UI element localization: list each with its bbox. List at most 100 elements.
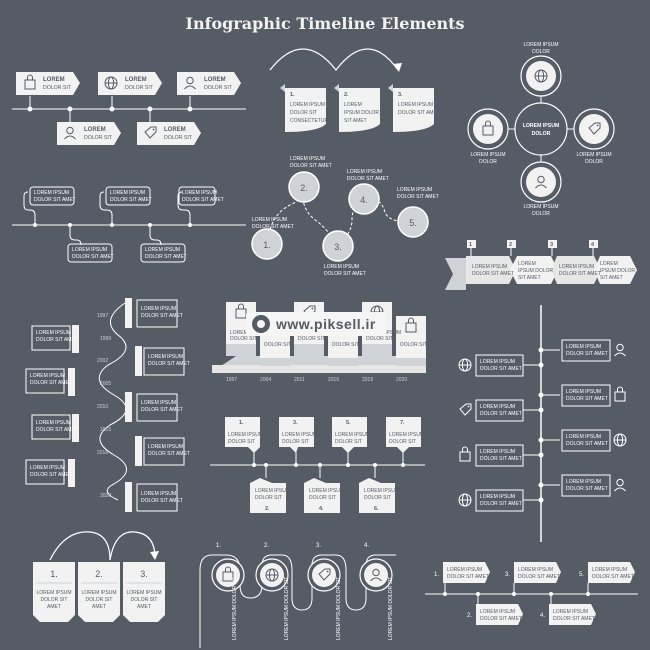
svg-text:DOLOR SIT: DOLOR SIT: [364, 495, 391, 501]
tag-card: LOREM DOLOR SIT: [137, 122, 201, 145]
svg-text:LOREM IPSUM: LOREM IPSUM: [447, 567, 482, 573]
svg-text:3.: 3.: [398, 92, 403, 98]
svg-text:LOREM IPSUM: LOREM IPSUM: [182, 190, 217, 196]
svg-text:1: 1: [469, 242, 472, 248]
svg-text:1.: 1.: [239, 420, 244, 426]
svg-text:LOREM IPSUM: LOREM IPSUM: [228, 432, 263, 438]
svg-text:DOLOR: DOLOR: [532, 49, 550, 55]
svg-text:LOREM: LOREM: [204, 77, 226, 83]
svg-text:6.: 6.: [374, 506, 379, 512]
svg-text:LOREM IPSUM: LOREM IPSUM: [141, 400, 176, 406]
svg-text:1.: 1.: [216, 543, 221, 549]
svg-text:DOLOR SIT: DOLOR SIT: [204, 85, 233, 91]
svg-text:4: 4: [591, 242, 595, 248]
svg-text:LOREM: LOREM: [600, 261, 618, 267]
svg-text:LOREM IPSUM: LOREM IPSUM: [309, 488, 344, 494]
svg-text:DOLOR SIT: DOLOR SIT: [86, 597, 113, 603]
svg-text:DOLOR SIT: DOLOR SIT: [230, 336, 257, 342]
svg-text:DOLOR SIT: DOLOR SIT: [41, 597, 68, 603]
svg-text:CONSECTETUR: CONSECTETUR: [290, 118, 328, 124]
watermark-logo-icon: [252, 315, 270, 333]
svg-text:LOREM IPSUM: LOREM IPSUM: [110, 190, 145, 196]
svg-text:2020: 2020: [100, 493, 111, 499]
svg-text:DOLOR SIT: DOLOR SIT: [264, 342, 291, 348]
svg-text:LOREM IPSUM: LOREM IPSUM: [523, 204, 558, 210]
svg-text:2002: 2002: [97, 358, 108, 364]
svg-text:LOREM IPSUM: LOREM IPSUM: [36, 420, 71, 426]
svg-text:2011: 2011: [294, 377, 305, 383]
svg-text:LOREM IPSUM: LOREM IPSUM: [290, 156, 325, 162]
svg-text:DOLOR SIT AMET: DOLOR SIT AMET: [324, 271, 366, 277]
svg-text:LOREM IPSUM: LOREM IPSUM: [480, 609, 515, 615]
svg-text:DOLOR SIT: DOLOR SIT: [125, 85, 154, 91]
svg-text:3.: 3.: [140, 569, 148, 579]
svg-text:4.: 4.: [364, 543, 369, 549]
svg-text:DOLOR SIT: DOLOR SIT: [298, 336, 325, 342]
svg-text:DOLOR SIT AMET: DOLOR SIT AMET: [148, 361, 190, 367]
svg-text:3.: 3.: [334, 242, 342, 252]
card: [393, 88, 434, 132]
svg-text:LOREM IPSUM: LOREM IPSUM: [335, 432, 370, 438]
svg-text:5.: 5.: [579, 572, 584, 578]
svg-text:DOLOR SIT AMET: DOLOR SIT AMET: [518, 574, 560, 580]
svg-text:LOREM: LOREM: [164, 127, 186, 133]
svg-text:LOREM IPSUM: LOREM IPSUM: [148, 444, 183, 450]
svg-text:LOREM IPSUM DOLOR SIT: LOREM IPSUM DOLOR SIT: [232, 577, 238, 640]
svg-text:LOREM IPSUM: LOREM IPSUM: [518, 567, 553, 573]
svg-text:DOLOR SIT AMET: DOLOR SIT AMET: [480, 366, 522, 372]
timeline-a: LOREM DOLOR SIT LOREM DOLOR SIT LOREM DO…: [12, 72, 246, 145]
svg-text:DOLOR SIT AMET: DOLOR SIT AMET: [182, 197, 224, 203]
svg-text:LOREM IPSUM: LOREM IPSUM: [36, 330, 71, 336]
svg-text:DOLOR SIT AMET: DOLOR SIT AMET: [30, 380, 72, 386]
svg-text:LOREM IPSUM: LOREM IPSUM: [252, 217, 287, 223]
svg-text:AMET: AMET: [47, 604, 61, 610]
svg-text:DOLOR SIT AMET: DOLOR SIT AMET: [34, 197, 76, 203]
svg-text:DOLOR SIT: DOLOR SIT: [255, 495, 282, 501]
svg-text:DOLOR SIT AMET: DOLOR SIT AMET: [559, 271, 601, 277]
globe-icon: [458, 358, 472, 372]
svg-text:LOREM IPSUM: LOREM IPSUM: [36, 590, 71, 596]
svg-text:DOLOR SIT: DOLOR SIT: [84, 135, 113, 141]
svg-text:DOLOR SIT AMET: DOLOR SIT AMET: [480, 411, 522, 417]
shopping-bag-icon: [459, 446, 471, 462]
svg-text:LOREM IPSUM: LOREM IPSUM: [72, 247, 107, 253]
svg-text:3.: 3.: [293, 420, 298, 426]
svg-text:LOREM IPSUM: LOREM IPSUM: [480, 494, 515, 500]
svg-text:LOREM IPSUM: LOREM IPSUM: [397, 187, 432, 193]
svg-text:1999: 1999: [100, 336, 111, 342]
svg-text:2015: 2015: [100, 427, 111, 433]
svg-text:DOLOR SIT AMET: DOLOR SIT AMET: [553, 616, 595, 622]
svg-text:4.: 4.: [360, 195, 368, 205]
svg-text:LOREM IPSUM: LOREM IPSUM: [523, 42, 558, 48]
svg-text:LOREM: LOREM: [43, 77, 65, 83]
svg-text:LOREM IPSUM: LOREM IPSUM: [566, 434, 601, 440]
svg-text:LOREM IPSUM: LOREM IPSUM: [566, 389, 601, 395]
svg-text:LOREM IPSUM: LOREM IPSUM: [480, 359, 515, 365]
svg-text:3.: 3.: [316, 543, 321, 549]
page-title: Infographic Timeline Elements: [185, 14, 465, 33]
svg-text:LOREM IPSUM DOLOR SIT: LOREM IPSUM DOLOR SIT: [284, 577, 290, 640]
svg-text:DOLOR SIT AMET: DOLOR SIT AMET: [472, 271, 514, 277]
tag-card: LOREM DOLOR SIT: [57, 122, 121, 145]
svg-text:LOREM IPSUM: LOREM IPSUM: [472, 264, 507, 270]
svg-text:DOLOR SIT: DOLOR SIT: [389, 439, 416, 445]
svg-text:DOLOR: DOLOR: [532, 131, 551, 137]
svg-text:DOLOR SIT: DOLOR SIT: [282, 439, 309, 445]
svg-text:DOLOR SIT AMET: DOLOR SIT AMET: [397, 194, 439, 200]
svg-text:AMET: AMET: [92, 604, 106, 610]
svg-text:DOLOR SIT AMET: DOLOR SIT AMET: [141, 498, 183, 504]
svg-text:LOREM: LOREM: [84, 127, 106, 133]
svg-text:SIT AMET: SIT AMET: [600, 275, 623, 281]
svg-text:LOREM IPSUM: LOREM IPSUM: [290, 102, 325, 108]
svg-text:LOREM IPSUM: LOREM IPSUM: [141, 306, 176, 312]
card: [285, 88, 326, 132]
svg-text:DOLOR: DOLOR: [585, 159, 603, 165]
svg-text:IPSUM DOLOR: IPSUM DOLOR: [600, 268, 635, 274]
svg-text:LOREM IPSUM: LOREM IPSUM: [30, 373, 65, 379]
user-icon: [614, 478, 626, 492]
svg-text:3.: 3.: [505, 572, 510, 578]
